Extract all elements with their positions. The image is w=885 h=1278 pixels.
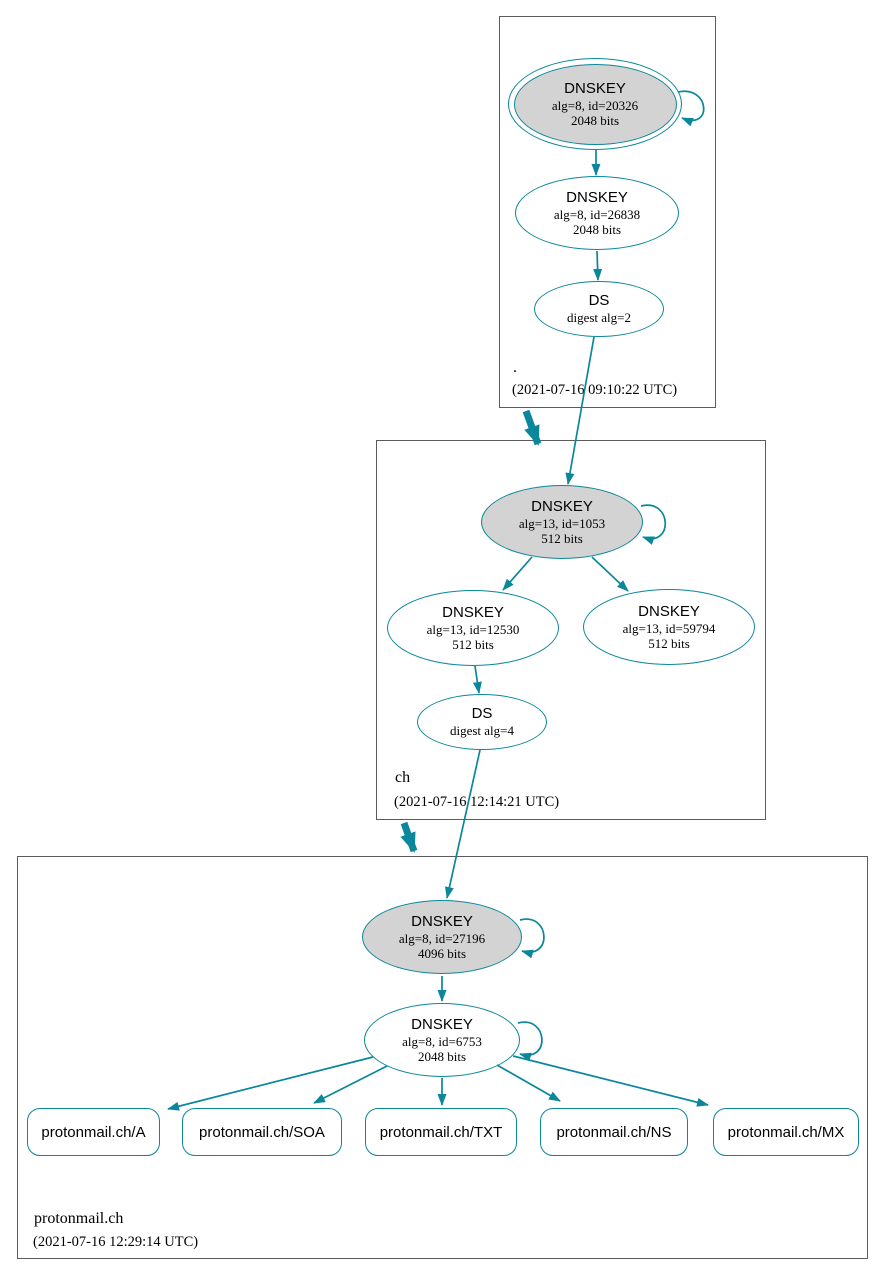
rrset-protonmail-ns: protonmail.ch/NS	[540, 1108, 688, 1156]
rrset-protonmail-mx: protonmail.ch/MX	[713, 1108, 859, 1156]
node-alg-id: alg=13, id=59794	[622, 620, 716, 636]
node-title: DNSKEY	[442, 603, 504, 621]
node-bits: 2048 bits	[417, 1048, 467, 1064]
node-ch-zsk-12530: DNSKEY alg=13, id=12530 512 bits	[387, 590, 559, 666]
node-digest: digest alg=2	[566, 310, 632, 326]
node-title: DNSKEY	[411, 1015, 473, 1033]
node-root-zsk-26838: DNSKEY alg=8, id=26838 2048 bits	[515, 176, 679, 250]
node-root-ksk-20326: DNSKEY alg=8, id=20326 2048 bits	[508, 58, 682, 150]
node-root-ds: DS digest alg=2	[534, 281, 664, 337]
node-bits: 512 bits	[648, 635, 690, 651]
zone-label-root: .	[513, 359, 517, 376]
delegation-arrow-ch-to-protonmail	[400, 821, 418, 853]
rrset-protonmail-soa: protonmail.ch/SOA	[182, 1108, 342, 1156]
node-title: DNSKEY	[638, 602, 700, 620]
zone-timestamp-root: (2021-07-16 09:10:22 UTC)	[512, 382, 678, 398]
node-root-ksk-20326-inner: DNSKEY alg=8, id=20326 2048 bits	[513, 63, 677, 145]
zone-label-ch: ch	[395, 769, 411, 786]
node-title: DNSKEY	[564, 79, 626, 97]
zone-label-protonmail: protonmail.ch	[34, 1210, 124, 1227]
node-protonmail-zsk-6753: DNSKEY alg=8, id=6753 2048 bits	[364, 1003, 520, 1077]
node-bits: 512 bits	[541, 530, 583, 546]
node-title: DS	[588, 292, 610, 310]
zone-timestamp-ch: (2021-07-16 12:14:21 UTC)	[394, 794, 560, 810]
node-bits: 4096 bits	[417, 945, 467, 961]
node-alg-id: alg=8, id=20326	[551, 97, 639, 113]
node-alg-id: alg=8, id=27196	[398, 930, 486, 946]
node-title: DNSKEY	[411, 912, 473, 930]
rrset-protonmail-a: protonmail.ch/A	[27, 1108, 160, 1156]
node-digest: digest alg=4	[449, 723, 515, 739]
node-alg-id: alg=13, id=12530	[426, 621, 520, 637]
node-bits: 2048 bits	[570, 112, 620, 128]
node-bits: 2048 bits	[572, 221, 622, 237]
rrset-protonmail-txt: protonmail.ch/TXT	[365, 1108, 517, 1156]
node-ch-zsk-59794: DNSKEY alg=13, id=59794 512 bits	[583, 589, 755, 665]
node-bits: 512 bits	[452, 636, 494, 652]
node-alg-id: alg=8, id=6753	[402, 1033, 482, 1049]
zone-timestamp-protonmail: (2021-07-16 12:29:14 UTC)	[33, 1234, 199, 1250]
node-ch-ds: DS digest alg=4	[417, 694, 547, 750]
node-ch-ksk-1053: DNSKEY alg=13, id=1053 512 bits	[481, 485, 643, 559]
node-title: DS	[471, 705, 493, 723]
node-alg-id: alg=8, id=26838	[553, 206, 641, 222]
node-title: DNSKEY	[531, 497, 593, 515]
node-alg-id: alg=13, id=1053	[518, 515, 606, 531]
node-title: DNSKEY	[566, 188, 628, 206]
node-protonmail-ksk-27196: DNSKEY alg=8, id=27196 4096 bits	[362, 900, 522, 974]
